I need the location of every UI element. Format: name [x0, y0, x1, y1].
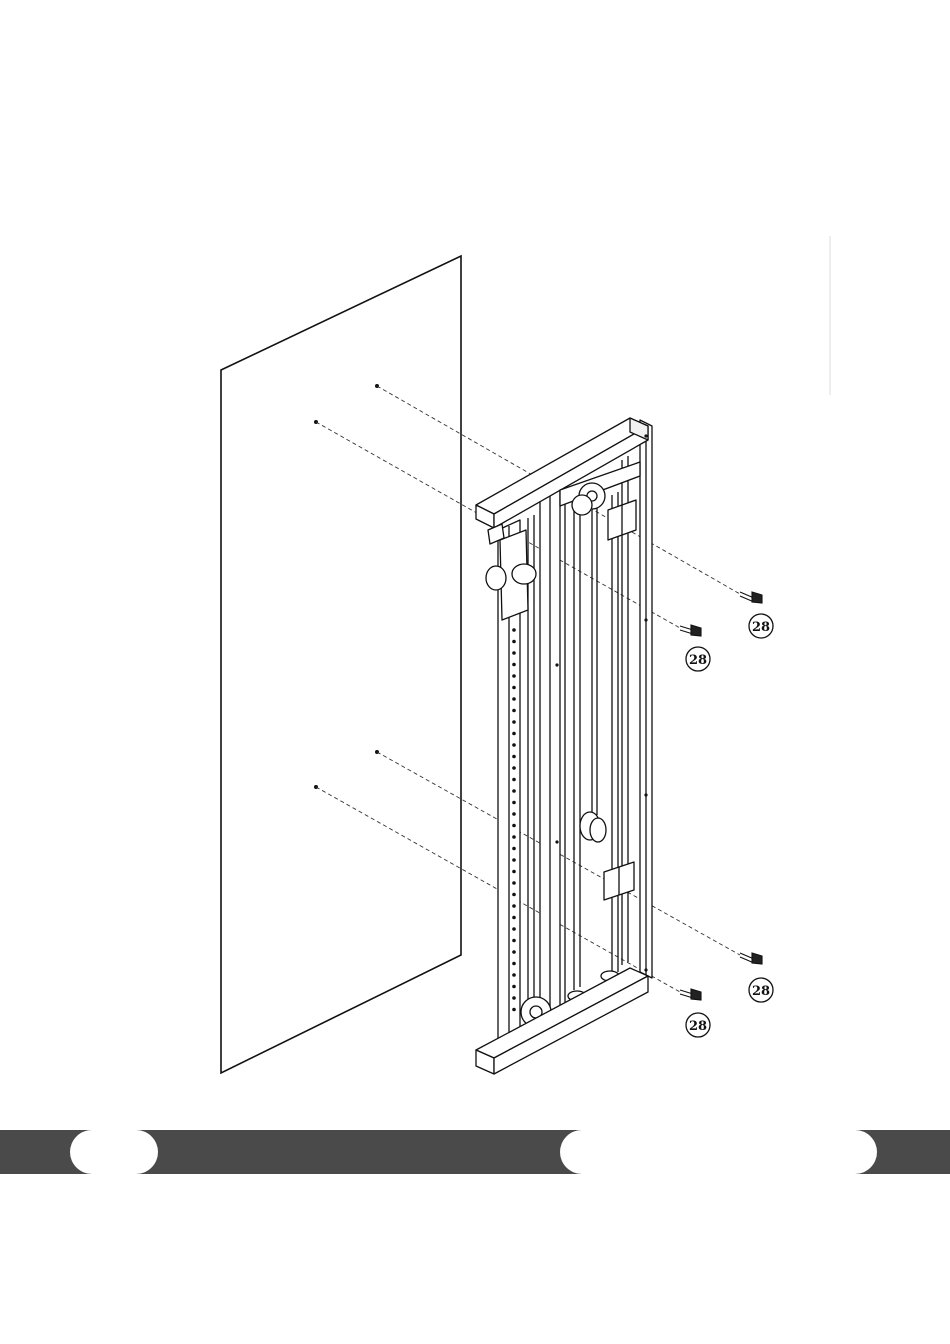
cable-station-frame	[476, 418, 652, 1074]
rail-hole	[512, 927, 516, 931]
bolt-lower-left	[680, 989, 701, 1000]
rail-hole	[512, 766, 516, 770]
callout-upper-left: 28	[686, 647, 710, 671]
rail-hole	[512, 835, 516, 839]
callout-lower-right: 28	[749, 978, 773, 1002]
rail-hole	[512, 847, 516, 851]
rail-hole	[512, 709, 516, 713]
rail-hole	[512, 755, 516, 759]
rail-hole	[512, 870, 516, 874]
rail-hole	[512, 1008, 516, 1012]
bolt-upper-right	[740, 592, 762, 603]
rail-hole	[512, 801, 516, 805]
rail-hole	[512, 732, 516, 736]
rail-hole	[512, 640, 516, 644]
rail-hole	[512, 651, 516, 655]
bolt-upper-left	[680, 625, 701, 636]
footer-bar	[0, 1130, 950, 1174]
rail-hole	[512, 985, 516, 989]
rail-hole	[512, 858, 516, 862]
rail-hole	[512, 628, 516, 632]
callout-lower-right-label: 28	[752, 984, 770, 999]
rail-hole	[512, 996, 516, 1000]
rail-hole	[512, 686, 516, 690]
rail-hole	[512, 939, 516, 943]
callout-lower-left: 28	[686, 1013, 710, 1037]
wall-panel	[221, 256, 461, 1073]
callout-upper-right-label: 28	[752, 620, 770, 635]
rail-hole	[512, 824, 516, 828]
rail-hole	[512, 743, 516, 747]
footer-page-pill-right	[560, 1130, 877, 1174]
callout-lower-left-label: 28	[689, 1019, 707, 1034]
callout-upper-right: 28	[749, 614, 773, 638]
rail-hole	[512, 663, 516, 667]
rail-hole	[512, 812, 516, 816]
rail-hole	[512, 893, 516, 897]
rail-hole	[512, 962, 516, 966]
rail-hole	[512, 789, 516, 793]
rail-hole	[512, 697, 516, 701]
callout-upper-left-label: 28	[689, 653, 707, 668]
rail-hole	[512, 720, 516, 724]
rail-hole	[512, 904, 516, 908]
rail-hole	[512, 674, 516, 678]
rail-hole	[512, 778, 516, 782]
rail-hole	[512, 916, 516, 920]
rail-hole	[512, 881, 516, 885]
assembly-diagram: 28 28 28 28	[0, 0, 950, 1130]
rail-hole	[512, 973, 516, 977]
footer-page-pill-left	[70, 1130, 158, 1174]
rail-hole	[512, 950, 516, 954]
bolt-lower-right	[740, 953, 762, 964]
